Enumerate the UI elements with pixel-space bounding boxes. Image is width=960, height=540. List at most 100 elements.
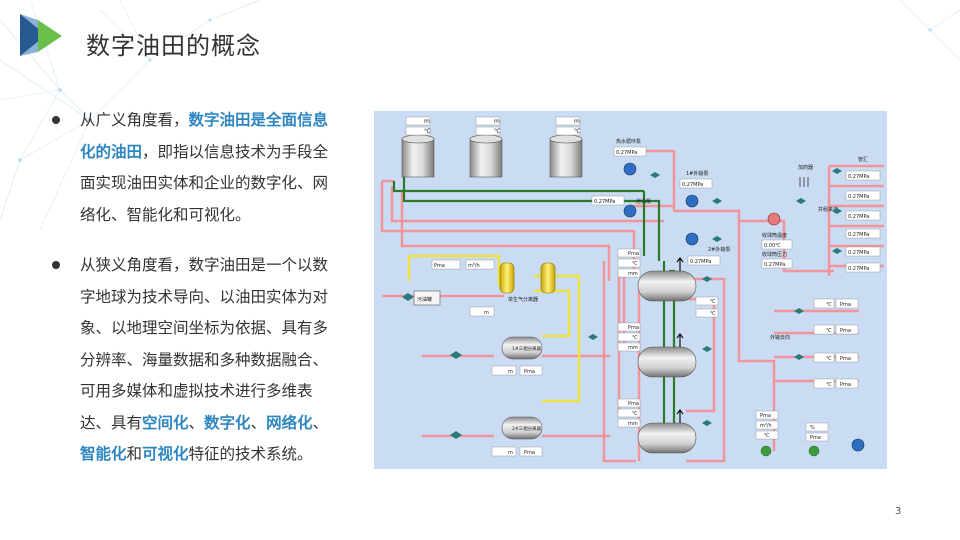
tank2-temp-unit: ℃	[494, 128, 501, 135]
oilfield-process-diagram: m ℃ m ℃ m ℃ 热水循环泵 0.27MPa 0.27MPa 泄油泵 1#…	[374, 111, 887, 469]
outlet-unit: Pma	[840, 328, 851, 334]
highlighted-term: 网络化	[266, 413, 313, 432]
valves	[402, 168, 842, 439]
bullet-broad-definition: 从广义角度看，数字油田是全面信息化的油田，即指以信息技术为手段全面实现油田实体和…	[52, 105, 342, 231]
heater-in-label: 加药器	[798, 164, 813, 171]
vessel3-readouts: Pma ℃ mm	[617, 398, 641, 428]
pump-a-label: 泄油泵	[636, 198, 651, 205]
separator2-pressure-unit: Pma	[524, 450, 535, 456]
pump2-value: 0.27MPa	[690, 259, 711, 265]
bottom-instruments: Pma m³/h ℃ % Pma	[755, 410, 865, 457]
bullet-text: 从狭义角度看，数字油田是一个以数字地球为技术导向、以油田实体为对象、以地理空间坐…	[80, 250, 342, 471]
text-segment: 特征的技术系统。	[188, 445, 313, 463]
highlighted-term: 数字化	[204, 413, 251, 432]
tank3-temp-unit: ℃	[574, 128, 581, 135]
return-press-label: 收球筒压力	[762, 251, 787, 258]
bullet-dot	[52, 116, 60, 124]
gas-separator-label: 单生气分离器	[508, 296, 538, 303]
bottom-unit: %	[810, 425, 815, 431]
bullet-text: 从广义角度看，数字油田是全面信息化的油田，即指以信息技术为手段全面实现油田实体和…	[80, 105, 342, 231]
page-title: 数字油田的概念	[86, 32, 261, 60]
vessel1-readouts: Pma ℃ mm	[617, 248, 641, 278]
outlet-unit: Pma	[840, 356, 851, 362]
vessel-unit: ℃	[632, 335, 638, 341]
tank3-level-unit: m	[574, 118, 580, 125]
vessel-unit: mm	[628, 271, 638, 277]
bottom-unit: ℃	[764, 433, 770, 439]
tank2-level-unit: m	[494, 118, 500, 125]
vessel-unit: ℃	[632, 411, 638, 417]
separator2-level-unit: m	[508, 450, 513, 456]
separator2-label: 2#三相分离器	[512, 425, 542, 432]
bottom-unit: Pma	[760, 413, 771, 419]
vessel-unit: Pma	[628, 251, 639, 257]
vessel-unit: Pma	[628, 325, 639, 331]
separator-level-unit: m	[484, 310, 489, 316]
vessel-unit: mm	[628, 421, 638, 427]
separator-pressure-unit: Pma	[434, 263, 445, 269]
text-segment: 从狭义角度看，数字油田是一个以数字地球为技术导向、以油田实体为对象、以地理空间坐…	[80, 256, 329, 432]
wellgroup-value: 0.27MPa	[848, 232, 869, 238]
separator1-pressure-unit: Pma	[524, 369, 535, 375]
pumps-top: 热水循环泵 0.27MPa 0.27MPa 泄油泵 1#外输泵 0.27MPa …	[591, 138, 730, 266]
text-segment: 、	[250, 413, 267, 432]
highlighted-term: 可视化	[142, 445, 189, 463]
highlighted-term: 空间化	[142, 413, 189, 432]
bullet-dot	[52, 261, 60, 269]
separator1-label: 1#三相分离器	[512, 345, 542, 352]
wellgroup-value: 0.27MPa	[848, 174, 869, 180]
highlighted-term: 数字油田是全面信息化的油田	[80, 111, 329, 161]
highlighted-term: 智能化	[80, 445, 127, 463]
text-segment: 从广义角度看，	[80, 111, 189, 129]
middle-vessels: Pma ℃ mm Pma ℃ mm Pma ℃ mm ℃ ℃	[617, 248, 719, 454]
separator-flow-unit: m³/h	[468, 263, 480, 269]
text-segment: 、	[312, 413, 329, 432]
text-segment: 和	[126, 445, 143, 463]
return-press-value: 0.27MPa	[764, 262, 785, 268]
outlet-unit: ℃	[826, 302, 832, 308]
process-diagram-svg: m ℃ m ℃ m ℃ 热水循环泵 0.27MPa 0.27MPa 泄油泵 1#…	[374, 111, 887, 469]
return-temp-value: 0.00℃	[764, 243, 781, 249]
text-segment: ，即指以信息技术为手段全面实现油田实体和企业的数字化、网络化、智能化和可视化。	[80, 142, 329, 224]
right-instruments: 加药器 管汇 0.27MPa 0.27MPa 0.27MPa 0.27MPa 0…	[761, 156, 881, 273]
bottom-unit: m³/h	[760, 423, 772, 429]
pump1-label: 1#外输泵	[686, 170, 708, 177]
pump1-value: 0.27MPa	[682, 182, 703, 188]
wellgroup-value: 0.27MPa	[848, 266, 869, 272]
outlet-unit: Pma	[840, 302, 851, 308]
vessel-unit: Pma	[628, 401, 639, 407]
bottom-unit: Pma	[810, 435, 821, 441]
outflow-label: 外输去向	[770, 334, 790, 341]
well-inflow-label: 井组来液	[818, 206, 838, 213]
hot-pump-value: 0.27MPa	[616, 150, 637, 156]
wellgroup-value: 0.27MPa	[848, 250, 869, 256]
text-segment: 、	[188, 413, 205, 432]
outlet-readouts: ℃ Pma ℃ Pma ℃ Pma ℃ Pma 外输去向	[770, 298, 859, 389]
outlet-unit: Pma	[840, 382, 851, 388]
vessel-temp-unit: ℃	[710, 311, 716, 317]
water-tank-label: 污油罐	[417, 296, 432, 303]
storage-tanks	[401, 134, 583, 178]
pump2-label: 2#外输泵	[708, 246, 730, 253]
tank1-temp-unit: ℃	[424, 128, 431, 135]
tank-readouts: m ℃ m ℃ m ℃	[405, 116, 581, 136]
vessel-temp-unit: ℃	[710, 299, 716, 305]
tank1-level-unit: m	[424, 118, 430, 125]
outlet-unit: ℃	[826, 356, 832, 362]
company-logo	[20, 14, 62, 56]
wellgroup-value: 0.27MPa	[848, 214, 869, 220]
outlet-unit: ℃	[826, 328, 832, 334]
hot-pump-label: 热水循环泵	[616, 138, 641, 145]
left-equipment: 污油罐 Pma m³/h m 单生气分离器 1#三相分离器 2#三相分离器 m …	[413, 259, 556, 457]
return-temp-label: 收球筒温度	[762, 232, 787, 239]
wellgroup-label: 管汇	[858, 156, 868, 163]
page-number: 3	[895, 506, 902, 517]
vessel-unit: ℃	[632, 261, 638, 267]
wellgroup-value: 0.27MPa	[848, 194, 869, 200]
vessel2-readouts: Pma ℃ mm	[617, 322, 641, 352]
bullet-narrow-definition: 从狭义角度看，数字油田是一个以数字地球为技术导向、以油田实体为对象、以地理空间坐…	[52, 250, 342, 471]
wellgroup-readouts: 0.27MPa 0.27MPa 0.27MPa 0.27MPa 0.27MPa …	[845, 170, 881, 273]
vessel-unit: mm	[628, 345, 638, 351]
pump-a-value: 0.27MPa	[594, 199, 615, 205]
